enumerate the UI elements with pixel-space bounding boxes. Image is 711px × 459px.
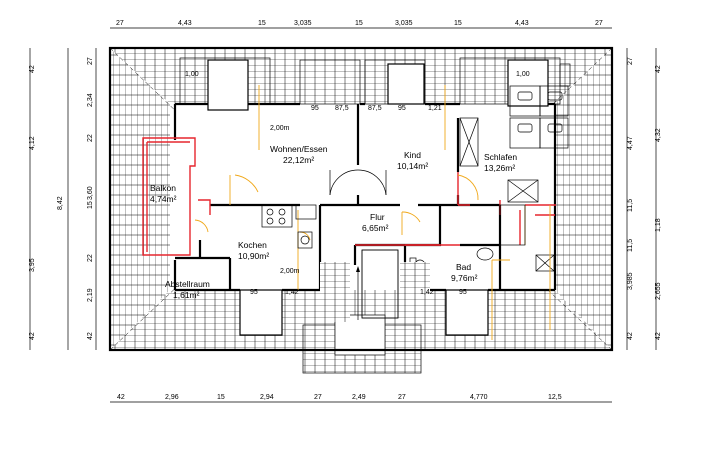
dim-top-1: 27 — [116, 20, 124, 27]
interior-floor — [175, 57, 561, 336]
room-balkon-area: 4,74m² — [150, 194, 177, 204]
bottom-dimensions: 42 2,96 15 2,94 27 2,49 27 4,770 12,5 — [117, 394, 562, 401]
room-kind-area: 10,14m² — [397, 161, 428, 171]
dim-right-outer-4: 2,655 — [655, 282, 662, 300]
new-walls — [142, 137, 556, 256]
room-wohnen-area: 22,12m² — [283, 155, 314, 165]
dim-bottom-9: 12,5 — [548, 394, 562, 401]
dim-right-inner-6: 42 — [627, 332, 634, 340]
room-kind-name: Kind — [404, 150, 421, 160]
dim-wall-875-a: 87,5 — [335, 105, 349, 112]
room-bad-name: Bad — [456, 262, 471, 272]
dim-wall-95-b: 95 — [398, 105, 406, 112]
room-abstellraum-name: Abstellraum — [165, 279, 210, 289]
dim-bath-142: 1,42 — [420, 289, 434, 296]
right-outer-dimensions: 42 4,32 1,18 2,655 42 — [655, 65, 662, 340]
left-inner-dimensions: 27 2,34 22 3,60 15 22 2,19 42 — [87, 57, 94, 340]
dim-right-inner-4: 11,5 — [627, 239, 634, 252]
room-wohnen-name: Wohnen/Essen — [270, 144, 328, 154]
dim-right-inner-3: 11,5 — [627, 199, 634, 212]
dim-bottom-1: 42 — [117, 394, 125, 401]
dim-bottom-4: 2,94 — [260, 394, 274, 401]
room-balkon-name: Balkon — [150, 183, 176, 193]
dim-wall-875-b: 87,5 — [368, 105, 382, 112]
dim-left-outer-1: 42 — [29, 65, 36, 73]
dim-left-inner-5: 15 — [87, 201, 94, 209]
dim-wall-95-a: 95 — [311, 105, 319, 112]
kitchen-fixtures — [261, 204, 526, 277]
dim-window-top-left: 1,00 — [185, 71, 199, 78]
dim-wall-121: 1,21 — [428, 105, 442, 112]
beds — [509, 63, 571, 149]
dim-right-outer-5: 42 — [655, 332, 662, 340]
dim-top-8: 4,43 — [515, 20, 529, 27]
dim-left-outer-2: 4,12 — [29, 136, 36, 150]
dim-bottom-3: 15 — [217, 394, 225, 401]
dim-wall-200-top: 2,00m — [270, 125, 290, 132]
dim-right-inner-5: 3,985 — [627, 272, 634, 290]
dim-top-7: 15 — [454, 20, 462, 27]
dim-bottom-6: 2,49 — [352, 394, 366, 401]
dim-left-inner-6: 22 — [87, 254, 94, 262]
dim-left-outer-5: 42 — [29, 332, 36, 340]
dim-right-outer-1: 42 — [655, 65, 662, 73]
inner-stairs — [320, 249, 430, 322]
room-labels: Wohnen/Essen 22,12m² Kind 10,14m² Schlaf… — [150, 144, 517, 300]
outer-wall — [108, 46, 614, 352]
top-dimensions: 27 4,43 15 3,035 15 3,035 15 4,43 27 — [116, 20, 603, 27]
interior-walls — [173, 102, 557, 292]
dim-window-top-right: 1,00 — [516, 71, 530, 78]
dim-right-outer-3: 1,18 — [655, 218, 662, 232]
dim-left-outer-4: 3,95 — [29, 258, 36, 272]
dim-right-inner-1: 27 — [627, 57, 634, 65]
dim-bottom-5: 27 — [314, 394, 322, 401]
dim-left-inner-1: 27 — [87, 57, 94, 65]
room-schlafen-area: 13,26m² — [484, 163, 515, 173]
dim-top-6: 3,035 — [395, 20, 413, 27]
dim-top-2: 4,43 — [178, 20, 192, 27]
right-inner-dimensions: 27 4,47 11,5 11,5 3,985 42 — [627, 57, 634, 340]
dim-bath-95: 95 — [459, 289, 467, 296]
room-kochen-area: 10,90m² — [238, 251, 269, 261]
room-schlafen-name: Schlafen — [484, 152, 517, 162]
dim-top-3: 15 — [258, 20, 266, 27]
dim-right-outer-2: 4,32 — [655, 128, 662, 142]
left-outer-dimensions: 42 4,12 8,42 3,95 42 — [29, 65, 64, 340]
room-flur-area: 6,65m² — [362, 223, 389, 233]
dim-left-inner-2: 2,34 — [87, 93, 94, 107]
dimension-lines — [29, 27, 657, 403]
dim-bottom-7: 27 — [398, 394, 406, 401]
dim-left-inner-7: 2,19 — [87, 288, 94, 302]
dim-left-outer-3: 8,42 — [57, 196, 64, 210]
room-bad-area: 9,76m² — [451, 273, 478, 283]
dim-bottom-8: 4,770 — [470, 394, 488, 401]
room-abstellraum-area: 1,61m² — [173, 290, 200, 300]
dim-top-4: 3,035 — [294, 20, 312, 27]
dim-right-inner-2: 4,47 — [627, 136, 634, 150]
dim-top-9: 27 — [595, 20, 603, 27]
inner-dimensions: 1,00 1,00 95 87,5 87,5 95 1,21 2,00m 2,0… — [185, 71, 530, 296]
dim-bottom-2: 2,96 — [165, 394, 179, 401]
door-arcs — [329, 169, 387, 196]
dim-left-inner-8: 42 — [87, 332, 94, 340]
dim-wall-200-kitchen: 2,00m — [280, 268, 300, 275]
dim-left-inner-4: 3,60 — [87, 186, 94, 200]
dim-left-inner-3: 22 — [87, 134, 94, 142]
dim-kitchen-95: 95 — [250, 289, 258, 296]
room-flur-name: Flur — [370, 212, 385, 222]
dim-top-5: 15 — [355, 20, 363, 27]
room-kochen-name: Kochen — [238, 240, 267, 250]
dim-kitchen-142: 1,42 — [285, 289, 299, 296]
